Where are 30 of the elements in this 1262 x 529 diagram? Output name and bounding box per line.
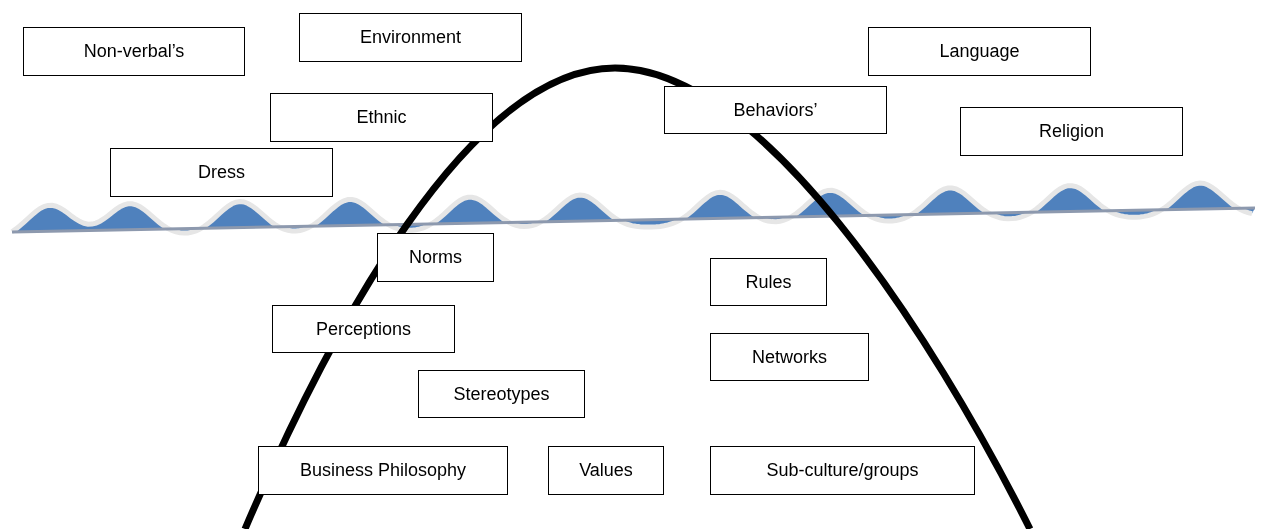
box-label: Values <box>579 460 633 481</box>
label-box <box>710 333 869 381</box>
box-label: Non-verbal’s <box>83 41 185 62</box>
label-box <box>710 446 975 495</box>
box-label: Dress <box>198 162 245 183</box>
label-box <box>270 93 493 142</box>
label-box <box>548 446 664 495</box>
label-box <box>258 446 508 495</box>
label-box <box>710 258 827 306</box>
box-label: Business Philosophy <box>299 460 467 481</box>
box-label: Environment <box>359 27 462 48</box>
box-label: Norms <box>409 247 462 268</box>
label-box <box>299 13 522 62</box>
box-label: Religion <box>1038 121 1104 142</box>
label-box <box>960 107 1183 156</box>
box-label: Ethnic <box>356 107 407 128</box>
box-label: Stereotypes <box>453 383 550 405</box>
box-label: Networks <box>752 346 827 368</box>
label-box <box>377 233 494 282</box>
box-label: Rules <box>745 271 792 293</box>
label-box <box>418 370 585 418</box>
label-box <box>664 86 887 134</box>
box-label: Behaviors’ <box>733 99 818 121</box>
box-label: Perceptions <box>315 318 412 340</box>
label-box <box>23 27 245 76</box>
label-box <box>272 305 455 353</box>
box-label: Sub-culture/groups <box>766 460 919 481</box>
label-box <box>868 27 1091 76</box>
label-box <box>110 148 333 197</box>
box-label: Language <box>939 41 1020 62</box>
